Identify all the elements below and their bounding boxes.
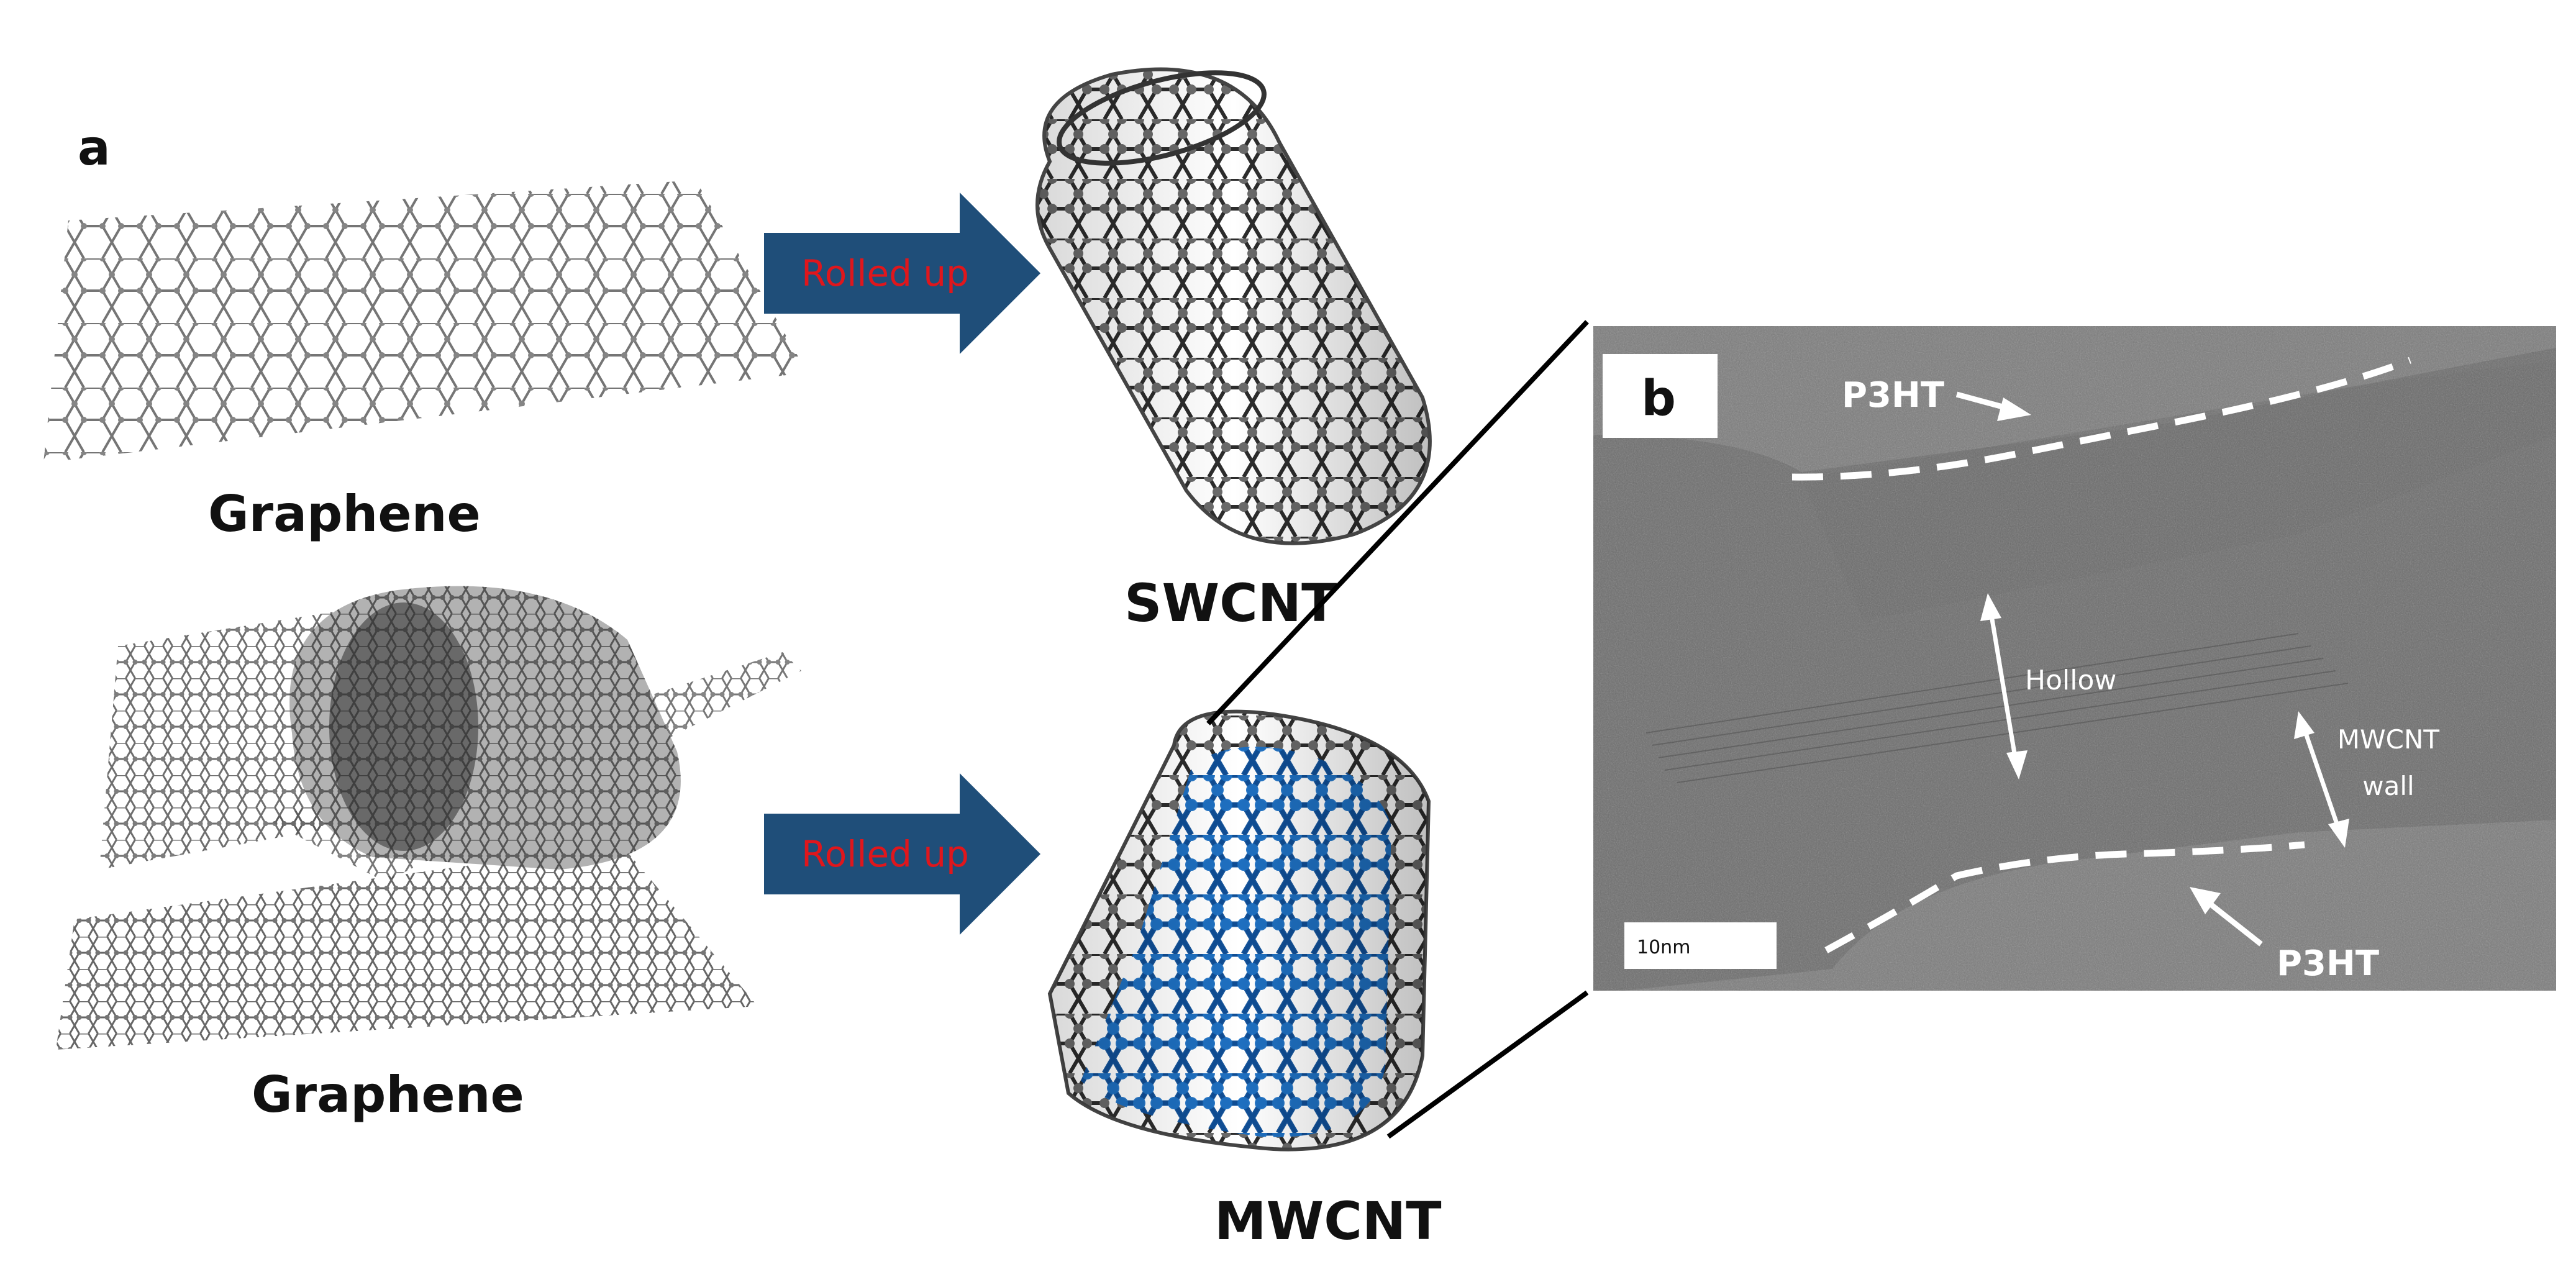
mwcnt-tube — [1047, 709, 1431, 1152]
swcnt-tube — [1035, 67, 1432, 545]
arrow-bottom-label: Rolled up — [801, 833, 969, 875]
rolled-up-arrow-top: Rolled up — [764, 193, 1040, 354]
graphene-top-label: Graphene — [208, 485, 481, 543]
panel-b-letter: b — [1641, 371, 1676, 427]
hollow-arrow — [1980, 593, 2028, 779]
arrow-top-label: Rolled up — [801, 252, 969, 294]
scale-bar-box — [1624, 922, 1777, 969]
wall-label-line1: MWCNT — [2337, 724, 2440, 755]
panel-b-letter-box — [1603, 354, 1718, 438]
graphene-bottom-label: Graphene — [252, 1066, 524, 1124]
zoom-line-top — [1206, 320, 1589, 725]
scale-bar-label: 10nm — [1637, 937, 1690, 958]
p3ht-top-arrow — [1955, 391, 2031, 421]
hollow-label: Hollow — [2025, 665, 2116, 696]
p3ht-bottom-arrow — [2190, 887, 2263, 947]
graphene-sheet-top — [43, 180, 808, 463]
p3ht-top-label: P3HT — [1842, 375, 1944, 416]
rolled-up-arrow-bottom: Rolled up — [764, 773, 1040, 935]
mwcnt-label: MWCNT — [1214, 1191, 1442, 1252]
p3ht-bottom-label: P3HT — [2277, 943, 2379, 984]
panel-a-letter: a — [78, 120, 111, 176]
p3ht-boundary-bottom — [1824, 841, 2305, 953]
wall-arrow — [2294, 711, 2349, 848]
graphene-sheet-rolling — [56, 586, 801, 1050]
wall-label-line2: wall — [2362, 771, 2414, 801]
zoom-line-bottom — [1386, 990, 1589, 1139]
p3ht-boundary-top — [1791, 357, 2411, 481]
tem-image — [1593, 326, 2556, 991]
